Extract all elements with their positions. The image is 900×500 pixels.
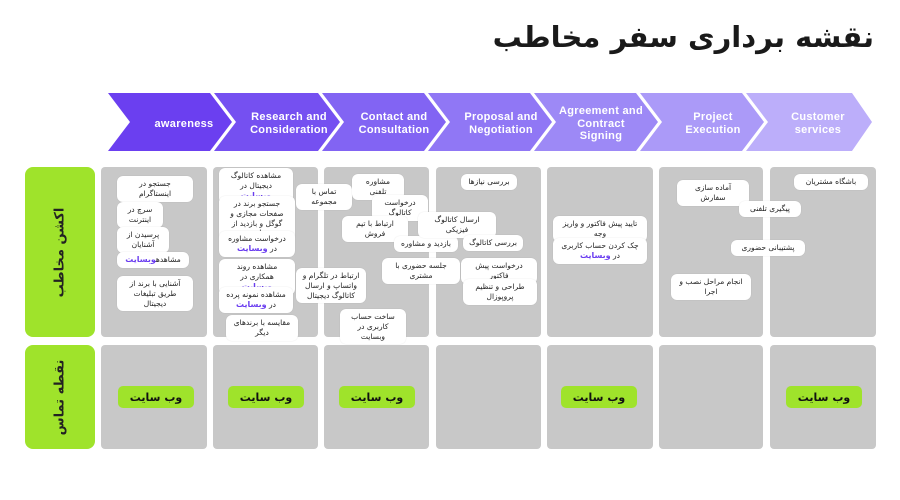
website-highlight: وبسایت — [125, 255, 156, 264]
stage-arrow-6 — [640, 93, 764, 151]
action-card-text: چک کردن حساب کاربری در — [561, 241, 639, 260]
stage-label-proposal: Proposal and Negotiation — [464, 111, 538, 136]
action-card: بررسی کاتالوگ — [463, 235, 523, 251]
action-card: آماده سازی سفارش — [677, 180, 749, 206]
action-card: باشگاه مشتریان — [794, 174, 868, 190]
action-card: انجام مراحل نصب و اجرا — [671, 274, 751, 300]
action-card: جلسه حضوری با مشتری — [382, 258, 460, 284]
touchpoint-cell-4 — [436, 345, 541, 449]
action-card-text: مشاهده — [155, 255, 181, 264]
action-card: ارتباط در تلگرام و واتساپ و ارسال کاتالو… — [296, 268, 366, 304]
action-card: تایید پیش فاکتور و واریز وجه — [553, 216, 647, 242]
row-label-actions: اکشن مخاطب — [25, 167, 95, 337]
stage-arrow-7 — [746, 93, 872, 151]
action-card: بازدید و مشاوره — [394, 236, 458, 252]
touchpoint-website-badge: وب سایت — [786, 386, 862, 408]
action-card: تماس با مجموعه — [296, 184, 352, 210]
stage-arrow-4 — [428, 93, 552, 151]
row-label-touchpoints-text: نقطه تماس — [52, 359, 68, 435]
stage-label-agreement: Agreement and Contract Signing — [559, 105, 643, 143]
action-card: درخواست مشاوره در وبسایت — [219, 231, 295, 258]
stage-label-execution: Project Execution — [685, 111, 741, 136]
touchpoint-cell-6 — [659, 345, 763, 449]
action-card: آشنایی با برند از طریق تبلیغات دیجیتال — [117, 276, 193, 312]
action-card: طراحی و تنظیم پروپوزال — [463, 279, 537, 305]
action-card: جستجو در اینستاگرام — [117, 176, 193, 202]
stage-arrow-1 — [108, 93, 232, 151]
action-card: چک کردن حساب کاربری در وبسایت — [553, 238, 647, 265]
touchpoint-website-badge: وب سایت — [118, 386, 194, 408]
website-highlight: وبسایت — [240, 190, 272, 200]
action-card: مشاهده نمونه پرده در وبسایت — [219, 287, 293, 314]
row-label-actions-text: اکشن مخاطب — [52, 207, 68, 297]
action-card: پیگیری تلفنی — [739, 201, 801, 217]
action-card-text: مشاهده روند همکاری در — [236, 262, 278, 281]
website-highlight: وبسایت — [241, 281, 273, 291]
stage-arrow-5 — [534, 93, 658, 151]
stage-label-awareness: awareness — [154, 117, 214, 130]
action-card: بررسی نیازها — [461, 174, 517, 190]
action-card: مقایسه با برندهای دیگر — [226, 315, 298, 341]
row-label-touchpoints: نقطه تماس — [25, 345, 95, 449]
action-card: پشتیبانی حضوری — [731, 240, 805, 256]
action-card: پرسیدن از آشنایان — [117, 227, 169, 253]
stage-arrow-2 — [214, 93, 340, 151]
stage-arrow-3 — [322, 93, 446, 151]
action-card: ارسال کاتالوگ فیزیکی — [418, 212, 496, 238]
page-title: نقشه برداری سفر مخاطب — [492, 20, 875, 54]
action-card-text: مشاهده کاتالوگ دیجیتال در — [230, 171, 282, 190]
action-card: سرچ در اینترنت — [117, 202, 163, 228]
action-card-text: مشاهده نمونه پرده در — [226, 290, 286, 309]
journey-stages — [108, 93, 872, 151]
website-highlight: وبسایت — [236, 299, 267, 309]
stage-label-customer-services: Customer services — [791, 111, 845, 136]
action-card-text: درخواست مشاوره در — [228, 234, 286, 253]
stage-label-contact: Contact and Consultation — [358, 111, 430, 136]
website-highlight: وبسایت — [237, 243, 268, 253]
touchpoint-website-badge: وب سایت — [228, 386, 304, 408]
website-highlight: وبسایت — [580, 250, 611, 260]
stage-label-research: Research and Consideration — [250, 111, 328, 136]
touchpoint-website-badge: وب سایت — [561, 386, 637, 408]
action-card: مشاهدهوبسایت — [117, 252, 189, 269]
action-cell-4 — [436, 167, 541, 337]
touchpoint-website-badge: وب سایت — [339, 386, 415, 408]
action-card: ساخت حساب کاربری در وبسایت — [340, 309, 406, 345]
